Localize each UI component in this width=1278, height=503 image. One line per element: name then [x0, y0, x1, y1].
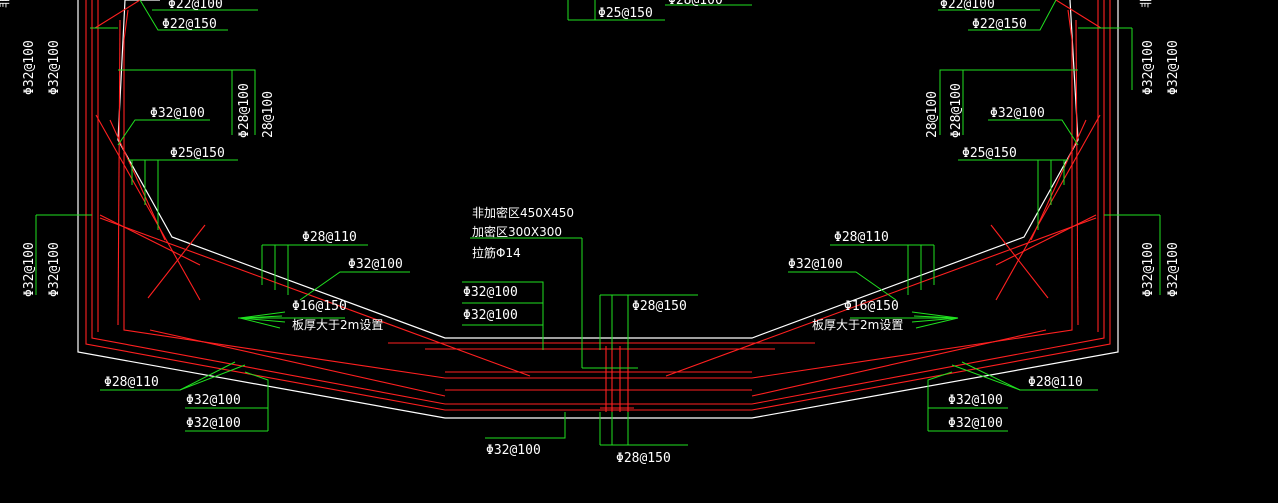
label-center-28-150: Φ28@150 [632, 299, 687, 314]
label-right-16-150: Φ16@150 [844, 299, 899, 314]
label-center-32-b: Φ32@100 [463, 308, 518, 323]
label-right-v-2: Φ32@100 [1166, 40, 1181, 95]
label-center-note-2: 加密区300X300 [472, 224, 562, 239]
label-left-32-100b: Φ32@100 [348, 257, 403, 272]
label-right-32: Φ32@100 [990, 106, 1045, 121]
section-outline [77, 0, 1119, 419]
label-left-edge-cut: 非 拉 [0, 0, 11, 8]
rebar-lines [85, 0, 1111, 412]
label-right-edge-cut: 非 拉 [1138, 0, 1153, 8]
label-top-left-1: Φ22@150 [162, 17, 217, 32]
label-right-28-110: Φ28@110 [834, 230, 889, 245]
label-top-left-cut: Φ22@100 [168, 0, 223, 12]
label-bl-32-a: Φ32@100 [186, 393, 241, 408]
leader-lines [35, 0, 1161, 446]
label-left-v-1: Φ32@100 [22, 40, 37, 95]
label-right-v-4: Φ32@100 [1166, 242, 1181, 297]
label-left-mid-b: 28@100 [261, 91, 276, 138]
label-left-28-110: Φ28@110 [302, 230, 357, 245]
label-top-center: Φ25@150 [598, 6, 653, 21]
label-center-note-1: 非加密区450X450 [472, 205, 574, 220]
label-left-mid-a: Φ28@100 [237, 83, 252, 138]
label-left-v-3: Φ32@100 [22, 242, 37, 297]
label-right-32-100b: Φ32@100 [788, 257, 843, 272]
label-left-25: Φ25@150 [170, 146, 225, 161]
label-left-note: 板厚大于2m设置 [292, 318, 383, 332]
label-right-v-3: Φ32@100 [1141, 242, 1156, 297]
label-center-note-3: 拉筋Φ14 [472, 245, 521, 260]
label-bottom-28-150: Φ28@150 [616, 451, 671, 466]
labels: Φ22@100 Φ22@150 Φ25@150 Φ28@100 Φ22@100 … [0, 0, 1181, 466]
label-right-v-1: Φ32@100 [1141, 40, 1156, 95]
label-br-28-110: Φ28@110 [1028, 375, 1083, 390]
label-top-right-1: Φ22@150 [972, 17, 1027, 32]
label-top-right-cut: Φ22@100 [940, 0, 995, 12]
label-right-note: 板厚大于2m设置 [812, 318, 903, 332]
label-center-32-a: Φ32@100 [463, 285, 518, 300]
label-br-32-b: Φ32@100 [948, 416, 1003, 431]
label-left-v-2: Φ32@100 [47, 40, 62, 95]
label-bottom-32: Φ32@100 [486, 443, 541, 458]
label-left-32: Φ32@100 [150, 106, 205, 121]
label-right-25: Φ25@150 [962, 146, 1017, 161]
label-bl-28-110: Φ28@110 [104, 375, 159, 390]
label-right-mid-b: Φ28@100 [949, 83, 964, 138]
label-left-v-4: Φ32@100 [47, 242, 62, 297]
label-top-center-cut: Φ28@100 [668, 0, 723, 8]
label-right-mid-a: 28@100 [925, 91, 940, 138]
label-bl-32-b: Φ32@100 [186, 416, 241, 431]
label-left-16-150: Φ16@150 [292, 299, 347, 314]
label-br-32-a: Φ32@100 [948, 393, 1003, 408]
